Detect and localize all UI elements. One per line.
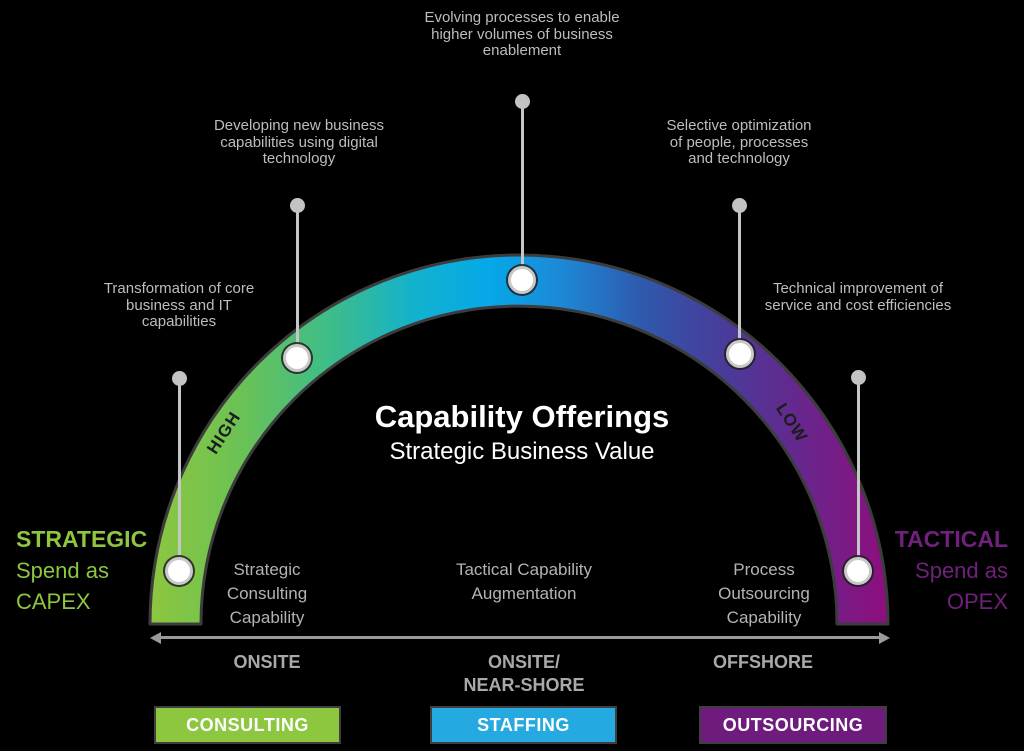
arc-marker-dot bbox=[165, 557, 193, 585]
tactical-title: TACTICAL bbox=[894, 526, 1008, 552]
connector-end-dot bbox=[514, 93, 530, 109]
legend-box-outsourcing: OUTSOURCING bbox=[699, 706, 887, 744]
arc-band bbox=[148, 253, 890, 626]
callout-technical: Technical improvement of service and cos… bbox=[743, 280, 973, 314]
connector-end-dot bbox=[850, 369, 866, 385]
callout-line-text: and technology bbox=[688, 150, 790, 167]
arc-marker-dot bbox=[508, 266, 536, 294]
callout-developing: Developing new business capabilities usi… bbox=[199, 117, 399, 168]
capability-text: Consulting bbox=[226, 584, 308, 603]
diagram-title: Capability Offerings bbox=[374, 399, 670, 434]
callout-line-text: Evolving processes to enable bbox=[424, 9, 620, 26]
capability-text: Augmentation bbox=[471, 584, 577, 603]
callout-line-text: Selective optimization bbox=[666, 117, 812, 134]
connector-line bbox=[520, 101, 524, 280]
connector-end-dot bbox=[171, 370, 187, 386]
axis-arrow-right-icon bbox=[879, 631, 890, 644]
callout-selective: Selective optimization of people, proces… bbox=[639, 117, 839, 168]
callout-line-text: enablement bbox=[482, 42, 562, 59]
tactical-spend-label: TACTICAL Spend as OPEX bbox=[858, 524, 1008, 617]
arc-marker-dot bbox=[726, 340, 754, 368]
capability-text: Strategic bbox=[233, 560, 301, 579]
callout-line-text: capabilities using digital bbox=[220, 133, 378, 151]
strategic-title: STRATEGIC bbox=[16, 526, 148, 552]
connector-line bbox=[177, 378, 181, 571]
callout-line-text: Developing new business bbox=[213, 117, 385, 134]
capability-process-outsourcing: Process Outsourcing Capability bbox=[684, 558, 844, 630]
capability-text: Capability bbox=[726, 608, 802, 627]
location-axis-line bbox=[159, 636, 881, 639]
diagram-subtitle: Strategic Business Value bbox=[389, 438, 655, 465]
axis-label-text: ONSITE/ bbox=[487, 652, 560, 672]
connector-end-dot bbox=[289, 197, 305, 213]
strategic-line3: CAPEX bbox=[16, 589, 91, 614]
capability-text: Process bbox=[733, 560, 795, 579]
capability-tactical-augmentation: Tactical Capability Augmentation bbox=[424, 558, 624, 606]
callout-line-text: Technical improvement of bbox=[772, 280, 944, 297]
callout-evolving: Evolving processes to enable higher volu… bbox=[412, 9, 632, 60]
strategic-spend-label: STRATEGIC Spend as CAPEX bbox=[16, 524, 166, 617]
callout-line-text: service and cost efficiencies bbox=[764, 296, 952, 314]
callout-transformation: Transformation of core business and IT c… bbox=[89, 280, 269, 331]
capability-text: Capability bbox=[229, 608, 305, 627]
axis-label-offshore: OFFSHORE bbox=[712, 652, 813, 672]
axis-arrow-left-icon bbox=[150, 631, 161, 644]
connector-line bbox=[295, 205, 299, 358]
arc-marker-dot bbox=[283, 344, 311, 372]
callout-line-text: Transformation of core bbox=[103, 280, 255, 297]
capability-strategic-consulting: Strategic Consulting Capability bbox=[187, 558, 347, 630]
capability-text: Outsourcing bbox=[718, 584, 810, 603]
axis-label-onsite: ONSITE bbox=[233, 652, 301, 672]
callout-line-text: of people, processes bbox=[669, 133, 809, 151]
tactical-line2: Spend as bbox=[915, 558, 1008, 583]
tactical-line3: OPEX bbox=[946, 589, 1008, 614]
connector-end-dot bbox=[731, 197, 747, 213]
legend-box-staffing: STAFFING bbox=[430, 706, 617, 744]
connector-line bbox=[856, 377, 860, 571]
capability-text: Tactical Capability bbox=[455, 560, 593, 579]
axis-label-text: NEAR-SHORE bbox=[463, 675, 585, 695]
callout-line-text: technology bbox=[262, 150, 336, 167]
arc-marker-dot bbox=[844, 557, 872, 585]
strategic-line2: Spend as bbox=[16, 558, 109, 583]
callout-line-text: business and IT bbox=[126, 296, 232, 314]
callout-line-text: higher volumes of business bbox=[431, 25, 613, 43]
axis-label-onsite-nearshore: ONSITE/ NEAR-SHORE bbox=[454, 651, 594, 697]
connector-line bbox=[737, 205, 741, 354]
legend-box-consulting: CONSULTING bbox=[154, 706, 341, 744]
callout-line-text: capabilities bbox=[141, 313, 217, 330]
